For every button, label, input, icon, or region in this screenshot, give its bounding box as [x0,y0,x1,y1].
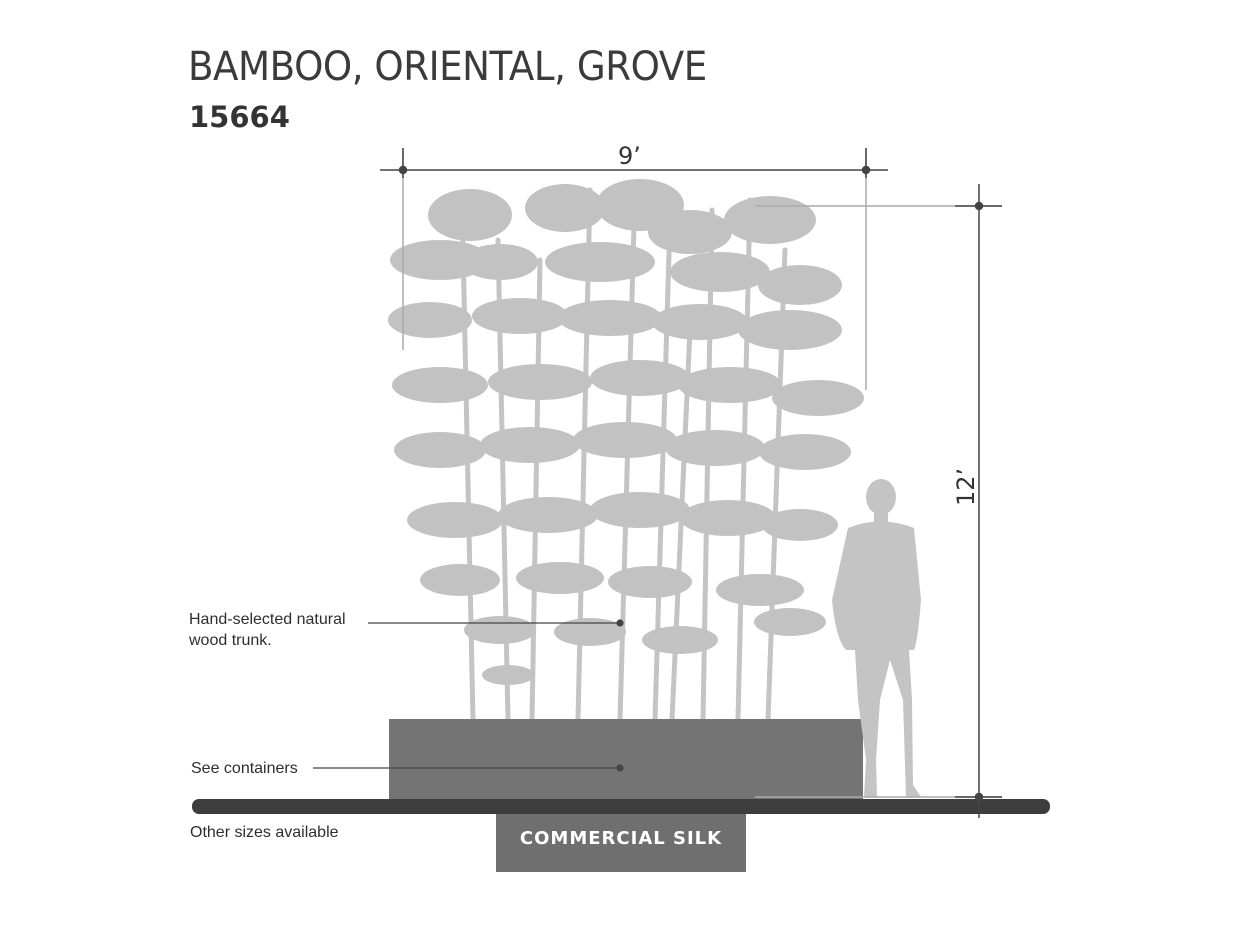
product-title: BAMBOO, ORIENTAL, GROVE [188,44,707,90]
container-callout[interactable]: See containers [191,760,298,777]
height-dimension [755,184,1002,818]
width-dimension-label: 9’ [618,142,641,170]
width-dimension [380,148,888,390]
product-sku: 15664 [189,100,290,134]
height-dimension-label: 12’ [952,467,980,506]
commercial-silk-badge: COMMERCIAL SILK [496,814,746,872]
trunk-callout: Hand-selected natural wood trunk. [189,611,346,649]
callout-leaders [313,619,624,772]
person-silhouette-icon [832,479,921,797]
planter-container [389,719,863,801]
ground-line [192,799,1050,814]
bamboo-grove-silhouette [388,179,864,723]
other-sizes-callout[interactable]: Other sizes available [190,824,339,841]
